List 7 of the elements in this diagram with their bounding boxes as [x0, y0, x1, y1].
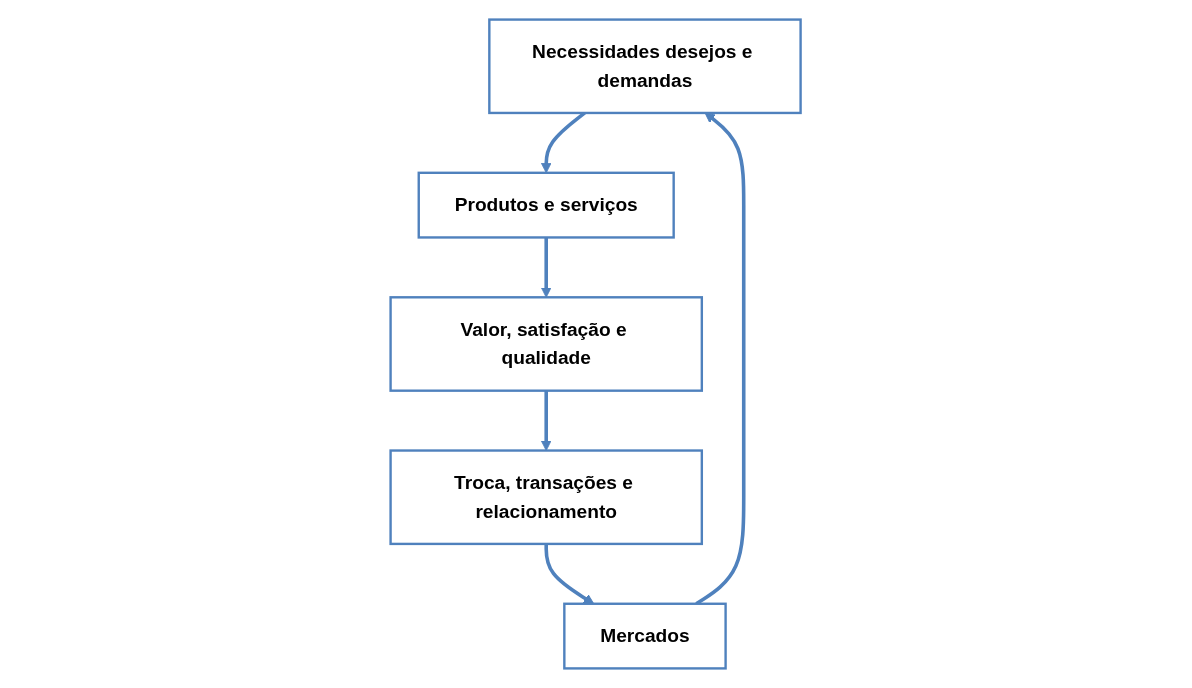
arrow — [541, 390, 552, 451]
node-box: Produtos e serviços — [417, 171, 676, 239]
node-box: Necessidades desejos e demandas — [488, 18, 803, 115]
node-box: Mercados — [563, 602, 728, 670]
node-box: Valor, satisfação e qualidade — [389, 296, 704, 392]
node-box: Troca, transações e relacionamento — [389, 449, 704, 546]
arrow — [541, 237, 552, 298]
